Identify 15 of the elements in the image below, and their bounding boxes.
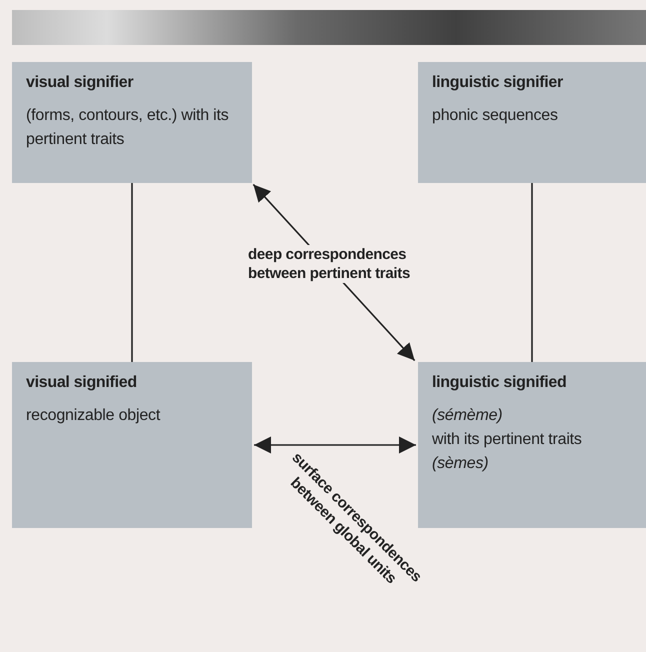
box-heading: linguistic signifier xyxy=(432,74,564,92)
arrow xyxy=(254,436,416,454)
box-text: phonic sequences xyxy=(432,106,559,126)
box-text: (sémème) with its pertinent traits (sèmes) xyxy=(432,406,583,474)
concept-box xyxy=(12,362,252,528)
concept-box xyxy=(418,362,646,528)
box-heading: visual signified xyxy=(26,374,138,392)
connector-line xyxy=(531,183,533,362)
connector-line xyxy=(131,183,133,362)
concept-box xyxy=(418,62,646,183)
box-text: (forms, contours, etc.) with its pertinent traits xyxy=(26,106,230,150)
box-heading: visual signifier xyxy=(26,74,134,92)
box-text: recognizable object xyxy=(26,406,162,426)
concept-box xyxy=(12,62,252,183)
box-heading: linguistic signified xyxy=(432,374,568,392)
